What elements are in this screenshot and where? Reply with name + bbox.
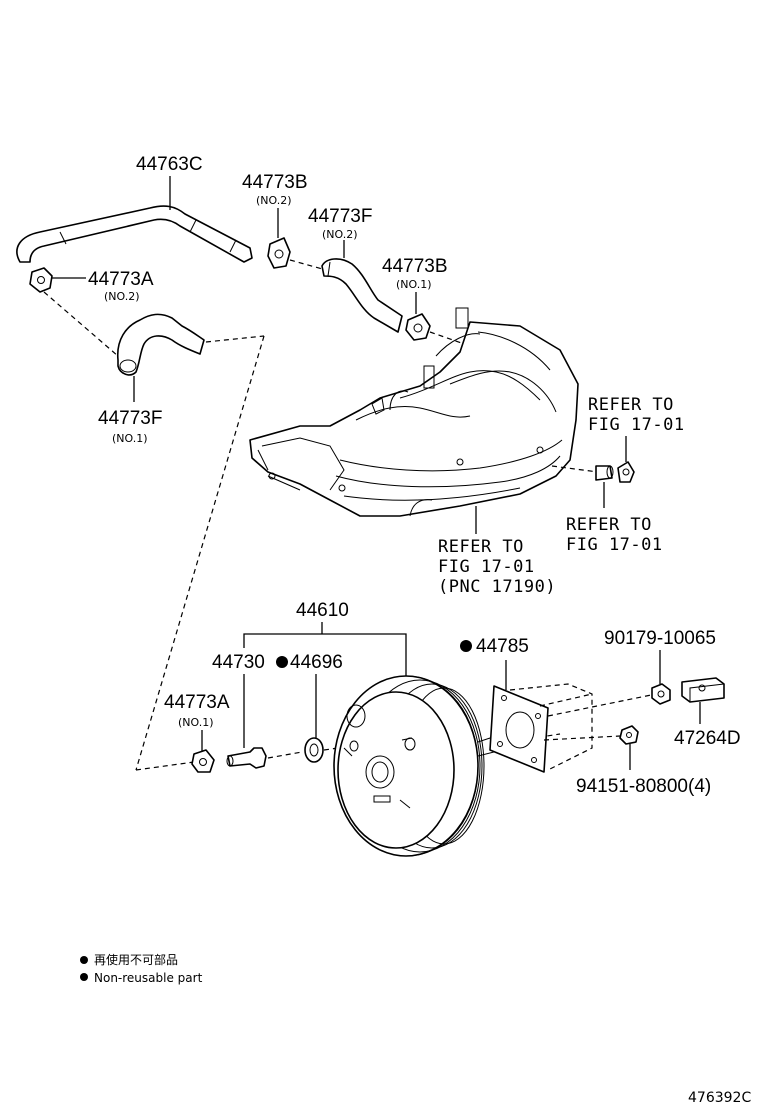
label-90179: 90179-10065 bbox=[604, 628, 716, 649]
ref-lower-right-line1: REFER TO bbox=[566, 515, 652, 535]
label-44773b-top: 44773B bbox=[242, 172, 308, 193]
label-44773a-top: 44773A bbox=[88, 269, 154, 290]
nut-90179-10065[interactable] bbox=[651, 683, 671, 705]
hose-44763c[interactable] bbox=[16, 205, 253, 263]
label-44773f-top: 44773F bbox=[308, 206, 372, 227]
ref-right-line2: FIG 17-01 bbox=[588, 415, 685, 435]
non-reusable-dot-44785 bbox=[460, 640, 472, 652]
label-44773f-left: 44773F bbox=[98, 408, 162, 429]
clamp-44773a-no2[interactable] bbox=[29, 267, 53, 293]
brake-booster-44610[interactable] bbox=[333, 675, 495, 857]
grommet-44696[interactable] bbox=[304, 737, 324, 763]
legend-dot-en bbox=[80, 973, 88, 981]
clamp-44773a-no1[interactable] bbox=[191, 749, 215, 773]
label-44773f-top-sub: (NO.2) bbox=[322, 228, 358, 241]
legend-jp: 再使用不可部品 bbox=[94, 952, 178, 967]
clamp-44773b-no2[interactable] bbox=[267, 237, 291, 269]
legend-dot-jp bbox=[80, 956, 88, 964]
label-44696: 44696 bbox=[290, 652, 343, 673]
label-44773f-left-sub: (NO.1) bbox=[112, 432, 148, 445]
ref-manifold-line1: REFER TO bbox=[438, 537, 524, 557]
label-44773a-bottom: 44773A bbox=[164, 692, 230, 713]
label-44773b-right: 44773B bbox=[382, 256, 448, 277]
label-94151: 94151-80800(4) bbox=[576, 776, 711, 797]
fitting-pipe[interactable] bbox=[595, 465, 614, 481]
label-44773b-top-sub: (NO.2) bbox=[256, 194, 292, 207]
gasket-44785[interactable] bbox=[489, 685, 549, 773]
label-44610: 44610 bbox=[296, 600, 349, 621]
intake-manifold bbox=[249, 307, 579, 517]
label-44763c: 44763C bbox=[136, 154, 203, 175]
nut-94151-80800[interactable] bbox=[619, 725, 639, 745]
bracket-47264d[interactable] bbox=[681, 677, 725, 703]
label-44785: 44785 bbox=[476, 636, 529, 657]
bracket-44610 bbox=[243, 633, 407, 676]
ref-manifold-line2: FIG 17-01 bbox=[438, 557, 535, 577]
label-44773b-right-sub: (NO.1) bbox=[396, 278, 432, 291]
figure-code: 476392C bbox=[688, 1090, 751, 1106]
ref-right-line1: REFER TO bbox=[588, 395, 674, 415]
clamp-right-ref[interactable] bbox=[617, 461, 635, 483]
label-44773a-top-sub: (NO.2) bbox=[104, 290, 140, 303]
hose-44773f-no2[interactable] bbox=[321, 258, 403, 333]
label-44730: 44730 bbox=[212, 652, 265, 673]
hose-44773f-no1[interactable] bbox=[116, 313, 205, 376]
ref-manifold-line3: (PNC 17190) bbox=[438, 577, 556, 597]
clamp-44773b-no1[interactable] bbox=[405, 313, 431, 341]
ref-lower-right-line2: FIG 17-01 bbox=[566, 535, 663, 555]
non-reusable-dot-44696 bbox=[276, 656, 288, 668]
label-44773a-bottom-sub: (NO.1) bbox=[178, 716, 214, 729]
label-47264d: 47264D bbox=[674, 728, 741, 749]
legend-en: Non-reusable part bbox=[94, 971, 203, 985]
check-valve-44730[interactable] bbox=[226, 747, 267, 769]
